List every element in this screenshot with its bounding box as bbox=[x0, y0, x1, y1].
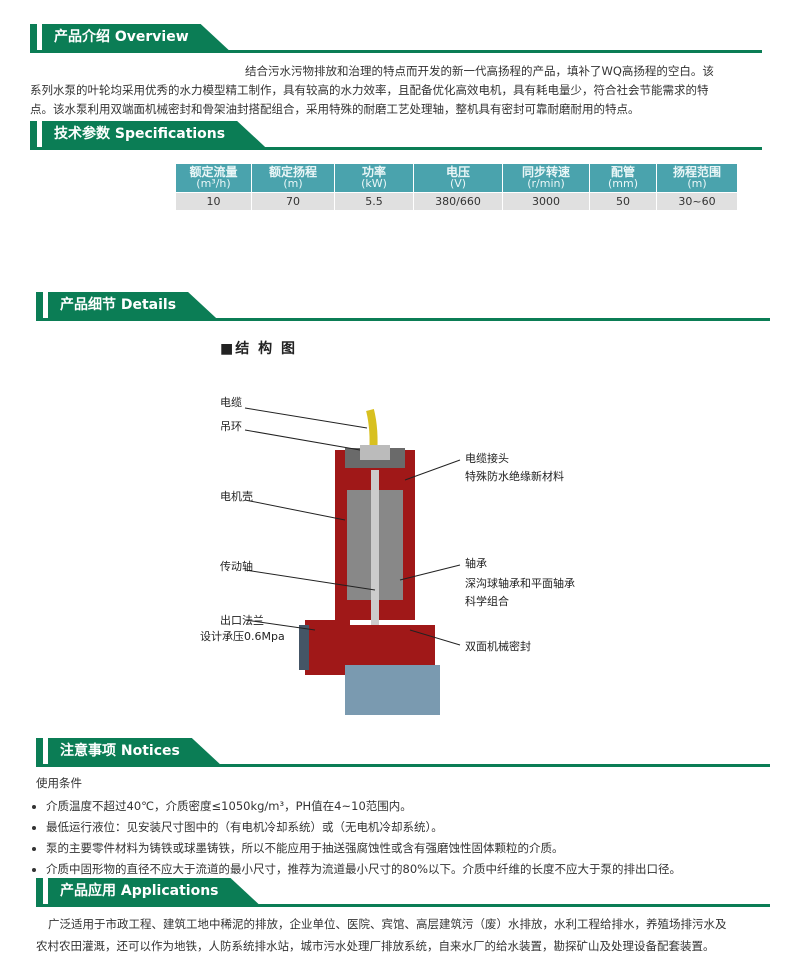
applications-line: 农村农田灌溉，还可以作为地铁，人防系统排水站，城市污水处理厂排放系统，自来水厂的… bbox=[36, 939, 715, 953]
spec-header-label: 扬程范围 bbox=[672, 165, 721, 179]
details-title: 产品细节 Details bbox=[48, 292, 216, 318]
label-joint: 电缆接头 bbox=[465, 452, 509, 465]
details-header: 产品细节 Details bbox=[36, 292, 770, 321]
label-bearing: 轴承 bbox=[465, 557, 487, 570]
notice-item: 泵的主要零件材料为铸铁或球墨铸铁，所以不能应用于抽送强腐蚀性或含有强磨蚀性固体颗… bbox=[46, 838, 681, 859]
applications-line: 广泛适用于市政工程、建筑工地中稀泥的排放，企业单位、医院、宾馆、高层建筑污（废）… bbox=[48, 917, 727, 931]
label-bearing-desc1: 深沟球轴承和平面轴承 bbox=[465, 577, 575, 590]
specs-table: 额定流量(m³/h)额定扬程(m)功率(kW)电压(V)同步转速(r/min)配… bbox=[175, 163, 738, 211]
notices-header: 注意事项 Notices bbox=[36, 738, 770, 767]
label-housing: 电机壳 bbox=[220, 490, 253, 503]
spec-value: 30~60 bbox=[656, 192, 738, 211]
applications-title: 产品应用 Applications bbox=[48, 878, 259, 904]
label-joint-desc: 特殊防水绝缘新材料 bbox=[465, 470, 564, 483]
spec-value: 70 bbox=[251, 192, 335, 211]
specs-header: 技术参数 Specifications bbox=[30, 121, 762, 150]
overview-header: 产品介绍 Overview bbox=[30, 24, 762, 53]
notices-intro: 使用条件 bbox=[36, 776, 82, 790]
label-seal: 双面机械密封 bbox=[465, 640, 531, 653]
spec-value: 5.5 bbox=[334, 192, 414, 211]
spec-header-label: 功率 bbox=[361, 165, 386, 179]
notices-title: 注意事项 Notices bbox=[48, 738, 220, 764]
spec-header-label: 电压 bbox=[445, 165, 470, 179]
label-pressure: 设计承压0.6Mpa bbox=[200, 630, 285, 643]
spec-value: 380/660 bbox=[413, 192, 503, 211]
applications-text: 广泛适用于市政工程、建筑工地中稀泥的排放，企业单位、医院、宾馆、高层建筑污（废）… bbox=[36, 913, 776, 957]
overview-line: 结合污水污物排放和治理的特点而开发的新一代高扬程的产品，填补了WQ高扬程的空白。… bbox=[245, 64, 714, 78]
spec-header-unit: (m) bbox=[687, 177, 707, 190]
spec-header: 扬程范围(m) bbox=[656, 163, 738, 193]
notice-item: 介质温度不超过40℃，介质密度≤1050kg/m³，PH值在4~10范围内。 bbox=[46, 796, 681, 817]
spec-header-unit: (kW) bbox=[361, 177, 387, 190]
spec-header: 电压(V) bbox=[413, 163, 503, 193]
structure-diagram: ■结 构 图 电缆 吊环 电机壳 传动轴 出口法兰 设计承压0.6Mpa 电缆接… bbox=[195, 330, 595, 725]
spec-header: 配管(mm) bbox=[589, 163, 657, 193]
label-flange: 出口法兰 bbox=[220, 614, 264, 627]
diagram-title: ■结 构 图 bbox=[220, 341, 297, 357]
spec-header-unit: (mm) bbox=[607, 177, 638, 190]
spec-header-unit: (r/min) bbox=[527, 177, 565, 190]
notice-item: 最低运行液位：见安装尺寸图中的（有电机冷却系统）或（无电机冷却系统）。 bbox=[46, 817, 681, 838]
applications-header: 产品应用 Applications bbox=[36, 878, 770, 907]
spec-header: 额定流量(m³/h) bbox=[175, 163, 252, 193]
spec-header: 功率(kW) bbox=[334, 163, 414, 193]
spec-header-label: 额定扬程 bbox=[268, 165, 317, 179]
pump-illustration bbox=[244, 407, 461, 715]
spec-header-label: 额定流量 bbox=[189, 165, 238, 179]
overview-title: 产品介绍 Overview bbox=[42, 24, 229, 50]
label-shaft: 传动轴 bbox=[220, 560, 253, 573]
overview-text: 结合污水污物排放和治理的特点而开发的新一代高扬程的产品，填补了WQ高扬程的空白。… bbox=[30, 62, 770, 119]
overview-line: 系列水泵的叶轮均采用优秀的水力模型精工制作，具有较高的水力效率，且配备优化高效电… bbox=[30, 83, 709, 97]
spec-header-unit: (m³/h) bbox=[196, 177, 231, 190]
spec-header-label: 配管 bbox=[610, 165, 635, 179]
spec-header-unit: (V) bbox=[449, 177, 467, 190]
spec-value: 10 bbox=[175, 192, 252, 211]
overview-line: 点。该水泵利用双端面机械密封和骨架油封搭配组合，采用特殊的耐磨工艺处理轴，整机具… bbox=[30, 102, 640, 116]
spec-value: 50 bbox=[589, 192, 657, 211]
label-bearing-desc2: 科学组合 bbox=[465, 595, 509, 608]
spec-header: 额定扬程(m) bbox=[251, 163, 335, 193]
spec-header-unit: (m) bbox=[283, 177, 303, 190]
spec-value: 3000 bbox=[502, 192, 590, 211]
spec-header-label: 同步转速 bbox=[521, 165, 570, 179]
spec-header: 同步转速(r/min) bbox=[502, 163, 590, 193]
notice-item: 介质中固形物的直径不应大于流道的最小尺寸，推荐为流道最小尺寸的80%以下。介质中… bbox=[46, 859, 681, 880]
notices-list: 介质温度不超过40℃，介质密度≤1050kg/m³，PH值在4~10范围内。 最… bbox=[30, 796, 681, 880]
specs-title: 技术参数 Specifications bbox=[42, 121, 265, 147]
label-cable: 电缆 bbox=[220, 396, 242, 409]
label-ring: 吊环 bbox=[220, 420, 242, 433]
